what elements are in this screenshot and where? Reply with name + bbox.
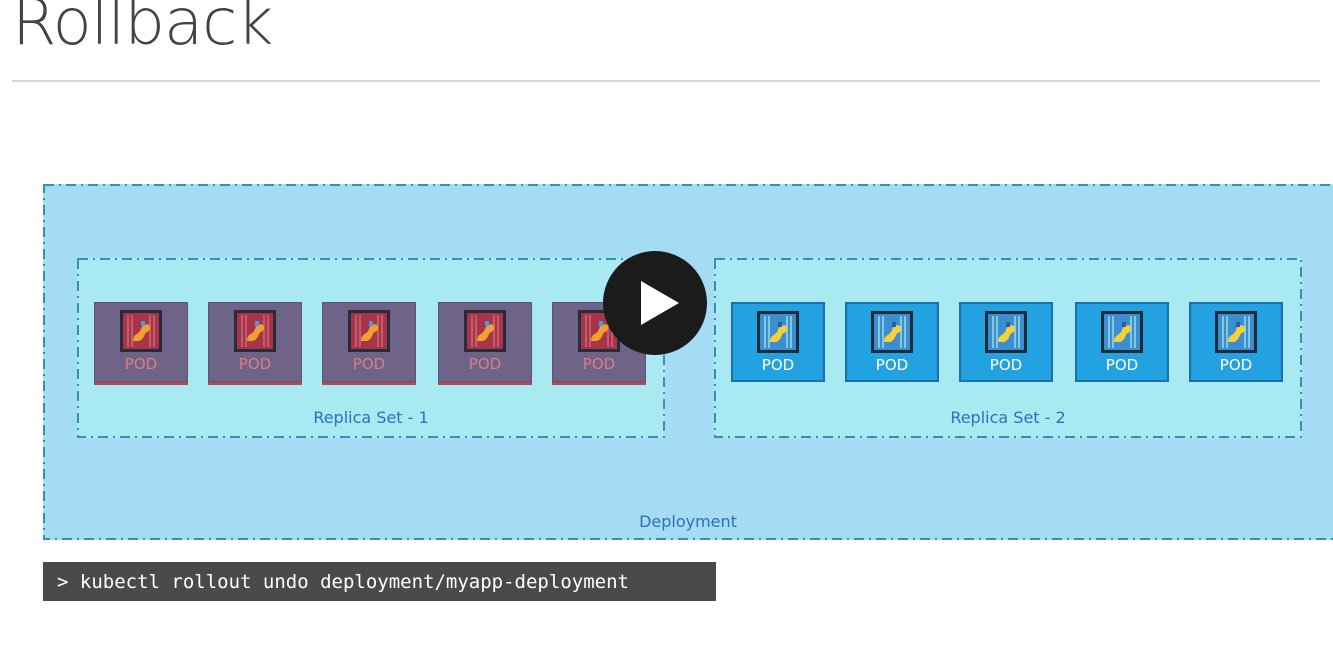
replica-set-1-label: Replica Set - 1 (313, 408, 429, 427)
pod-new-3: POD (959, 302, 1053, 382)
replica-set-2-label: Replica Set - 2 (950, 408, 1066, 427)
container-icon (757, 311, 799, 353)
container-icon (871, 311, 913, 353)
play-icon (641, 281, 679, 325)
container-icon (348, 310, 390, 352)
pod-label: POD (582, 355, 616, 373)
container-icon (234, 310, 276, 352)
pod-old-1: POD (94, 302, 188, 382)
container-icon (464, 310, 506, 352)
pod-old-2: POD (208, 302, 302, 382)
container-icon (120, 310, 162, 352)
title-divider (12, 80, 1320, 82)
pod-old-3: POD (322, 302, 416, 382)
pod-label: POD (761, 356, 795, 374)
container-icon (985, 311, 1027, 353)
video-play-button[interactable] (603, 251, 707, 355)
replica-set-1: POD POD POD (77, 258, 665, 438)
container-icon (1215, 311, 1257, 353)
pod-label: POD (238, 355, 272, 373)
container-icon (578, 310, 620, 352)
pod-label: POD (352, 355, 386, 373)
slide-title: Rollback (12, 0, 273, 60)
pod-new-1: POD (731, 302, 825, 382)
pod-new-4: POD (1075, 302, 1169, 382)
terminal-command-bar: > kubectl rollout undo deployment/myapp-… (43, 562, 716, 601)
deployment-box: POD POD POD (43, 184, 1333, 540)
replica-set-2: POD POD POD (714, 258, 1302, 438)
pod-old-4: POD (438, 302, 532, 382)
pod-new-2: POD (845, 302, 939, 382)
terminal-command: > kubectl rollout undo deployment/myapp-… (57, 570, 629, 593)
container-icon (1101, 311, 1143, 353)
pod-new-5: POD (1189, 302, 1283, 382)
pod-label: POD (124, 355, 158, 373)
pod-label: POD (468, 355, 502, 373)
pod-label: POD (1105, 356, 1139, 374)
deployment-label: Deployment (639, 512, 737, 531)
pod-label: POD (989, 356, 1023, 374)
pod-label: POD (1219, 356, 1253, 374)
pod-label: POD (875, 356, 909, 374)
